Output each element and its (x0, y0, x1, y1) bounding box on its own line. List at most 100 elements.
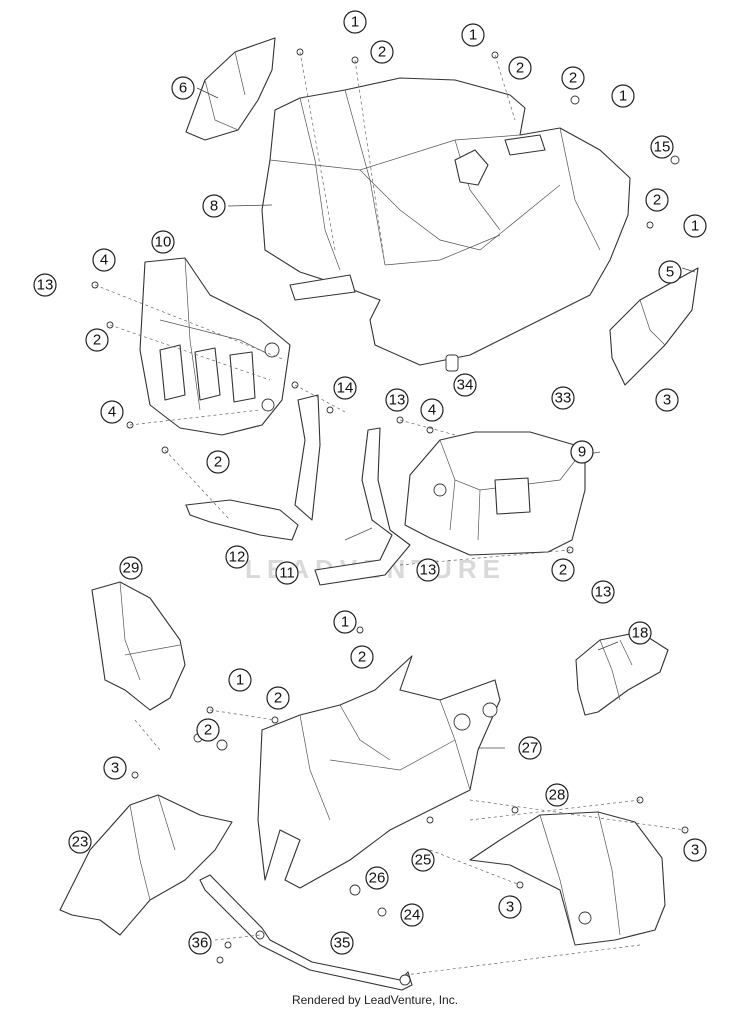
callout-4-a: 4 (92, 248, 116, 272)
svg-text:10: 10 (155, 234, 172, 251)
svg-text:3: 3 (691, 842, 699, 859)
svg-text:12: 12 (229, 549, 246, 566)
callout-25: 25 (411, 848, 435, 872)
svg-text:1: 1 (236, 672, 244, 689)
callout-2-f: 2 (206, 450, 230, 474)
callout-5: 5 (658, 260, 682, 284)
svg-text:1: 1 (691, 218, 699, 235)
callout-6: 6 (171, 76, 195, 100)
svg-text:27: 27 (522, 740, 539, 757)
callout-4-b: 4 (420, 398, 444, 422)
svg-text:11: 11 (279, 565, 295, 582)
callout-1-e: 1 (333, 610, 357, 634)
svg-text:3: 3 (111, 760, 119, 777)
callout-2-d: 2 (645, 188, 669, 212)
callout-8: 8 (202, 194, 226, 218)
small-hardware (91, 48, 689, 964)
callout-2-b: 2 (508, 56, 532, 80)
leader-lines (196, 87, 696, 749)
svg-text:2: 2 (378, 44, 386, 61)
part-35-rod (199, 874, 413, 991)
svg-text:2: 2 (358, 649, 366, 666)
callout-4-c: 4 (100, 400, 124, 424)
svg-text:8: 8 (210, 198, 218, 215)
svg-text:9: 9 (578, 444, 586, 461)
callout-29: 29 (119, 556, 143, 580)
callout-12: 12 (225, 545, 249, 569)
svg-text:3: 3 (663, 392, 671, 409)
svg-text:2: 2 (569, 70, 577, 87)
callout-2-e: 2 (85, 328, 109, 352)
part-28-side-panel (469, 811, 666, 946)
part-9-airbox (404, 431, 586, 556)
svg-text:4: 4 (100, 252, 108, 269)
svg-text:1: 1 (469, 27, 477, 44)
callout-14: 14 (333, 376, 357, 400)
svg-text:4: 4 (108, 404, 116, 421)
callout-2-g: 2 (551, 558, 575, 582)
assembly-lines (94, 51, 686, 976)
svg-text:25: 25 (415, 852, 432, 869)
svg-text:3: 3 (506, 899, 514, 916)
callout-11: 11 (275, 561, 299, 585)
callout-2-a: 2 (370, 40, 394, 64)
callout-2-c: 2 (561, 66, 585, 90)
svg-text:28: 28 (549, 787, 566, 804)
svg-text:18: 18 (632, 625, 649, 642)
svg-text:2: 2 (653, 192, 661, 209)
part-12-lower-bracket (185, 394, 321, 541)
part-10-bracket (139, 257, 291, 436)
render-credit: Rendered by LeadVenture, Inc. (291, 993, 459, 1007)
callout-18: 18 (628, 621, 652, 645)
svg-text:36: 36 (192, 935, 209, 952)
svg-text:13: 13 (37, 277, 54, 294)
callout-23: 23 (68, 830, 92, 854)
part-11-frame-bracket (314, 427, 411, 586)
callout-3-d: 3 (498, 895, 522, 919)
svg-text:1: 1 (351, 14, 359, 31)
callout-1-d: 1 (683, 214, 707, 238)
svg-text:13: 13 (595, 584, 612, 601)
callout-2-j: 2 (196, 718, 220, 742)
svg-text:24: 24 (404, 907, 421, 924)
callout-13-b: 13 (385, 388, 409, 412)
callout-15: 15 (650, 135, 674, 159)
callout-13-d: 13 (591, 580, 615, 604)
svg-text:6: 6 (179, 80, 187, 97)
callout-3-a: 3 (655, 388, 679, 412)
callout-13-a: 13 (33, 273, 57, 297)
svg-text:13: 13 (389, 392, 406, 409)
callout-13-c: 13 (416, 558, 440, 582)
svg-text:2: 2 (214, 454, 222, 471)
part-5-side-panel (609, 267, 699, 386)
svg-text:1: 1 (341, 614, 349, 631)
callout-3-b: 3 (103, 756, 127, 780)
svg-text:2: 2 (274, 690, 282, 707)
callout-33: 33 (551, 386, 575, 410)
svg-text:4: 4 (428, 402, 436, 419)
svg-text:26: 26 (369, 870, 386, 887)
callout-9: 9 (570, 440, 594, 464)
callout-1-a: 1 (343, 10, 367, 34)
callout-2-h: 2 (350, 645, 374, 669)
callout-34: 34 (453, 373, 477, 397)
callout-28: 28 (545, 783, 569, 807)
svg-text:29: 29 (123, 560, 140, 577)
svg-text:15: 15 (654, 139, 671, 156)
svg-text:2: 2 (204, 722, 212, 739)
callout-36: 36 (188, 931, 212, 955)
callout-1-b: 1 (461, 23, 485, 47)
callout-24: 24 (400, 903, 424, 927)
svg-text:2: 2 (559, 562, 567, 579)
part-29-shroud (91, 581, 186, 711)
part-8-rear-fender (261, 77, 631, 366)
svg-text:33: 33 (555, 390, 572, 407)
callout-2-i: 2 (266, 686, 290, 710)
svg-text:13: 13 (420, 562, 437, 579)
svg-text:2: 2 (516, 60, 524, 77)
callout-27: 27 (518, 736, 542, 760)
callout-3-c: 3 (683, 838, 707, 862)
callout-10: 10 (151, 230, 175, 254)
svg-text:14: 14 (337, 380, 354, 397)
